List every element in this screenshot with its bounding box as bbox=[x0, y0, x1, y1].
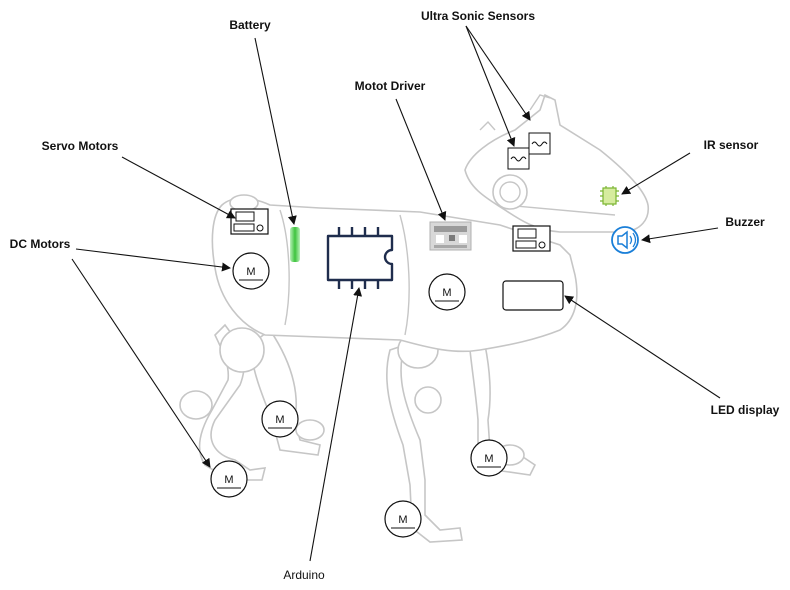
ultrasonic-arrow-1 bbox=[465, 25, 531, 121]
ir-sensor-arrow bbox=[621, 152, 691, 195]
chip-icon bbox=[326, 227, 394, 289]
buzzer-arrow bbox=[641, 227, 719, 244]
speaker-icon bbox=[611, 226, 639, 254]
ultrasonic-arrow-2 bbox=[465, 25, 516, 147]
label-arduino: Arduino bbox=[283, 568, 325, 582]
led-display-rectangle bbox=[502, 280, 564, 311]
svg-text:M: M bbox=[442, 287, 451, 299]
dc-motor-symbol: M bbox=[384, 500, 422, 538]
dc-motor-symbol: M bbox=[470, 439, 508, 477]
dc-motor-arrow-1 bbox=[75, 248, 231, 272]
label-dc-motors: DC Motors bbox=[10, 237, 71, 251]
svg-text:M: M bbox=[484, 453, 493, 465]
callout-arrows bbox=[71, 25, 721, 562]
svg-text:M: M bbox=[224, 474, 233, 486]
ir-sensor-chip-icon bbox=[600, 186, 619, 206]
dc-motor-arrow-2 bbox=[71, 258, 211, 468]
dc-motor-symbol: M bbox=[261, 400, 299, 438]
ultrasonic-sensor-icon bbox=[507, 132, 551, 170]
robot-dog-illustration bbox=[179, 93, 650, 543]
label-ultrasonic-sensors: Ultra Sonic Sensors bbox=[421, 9, 535, 23]
servo-motor-icon bbox=[230, 208, 269, 235]
svg-text:M: M bbox=[275, 414, 284, 426]
dc-motor-symbol: M bbox=[210, 460, 248, 498]
dc-motor-symbol: M bbox=[232, 252, 270, 290]
motor-driver-arrow bbox=[395, 98, 447, 221]
label-buzzer: Buzzer bbox=[725, 215, 765, 229]
battery-icon bbox=[290, 227, 300, 262]
servo-motor-icon bbox=[512, 225, 551, 252]
dc-motor-symbol: M bbox=[428, 273, 466, 311]
led-display-arrow bbox=[564, 295, 721, 399]
arduino-arrow bbox=[309, 287, 363, 562]
label-ir-sensor: IR sensor bbox=[704, 138, 759, 152]
svg-text:M: M bbox=[398, 514, 407, 526]
label-servo-motors: Servo Motors bbox=[42, 139, 119, 153]
label-led-display: LED display bbox=[711, 403, 780, 417]
label-motor-driver: Motot Driver bbox=[355, 79, 426, 93]
svg-text:M: M bbox=[246, 266, 255, 278]
servo-arrow bbox=[121, 156, 236, 219]
label-battery: Battery bbox=[229, 18, 271, 32]
battery-arrow bbox=[254, 37, 297, 225]
motor-driver-board-icon bbox=[429, 221, 472, 251]
